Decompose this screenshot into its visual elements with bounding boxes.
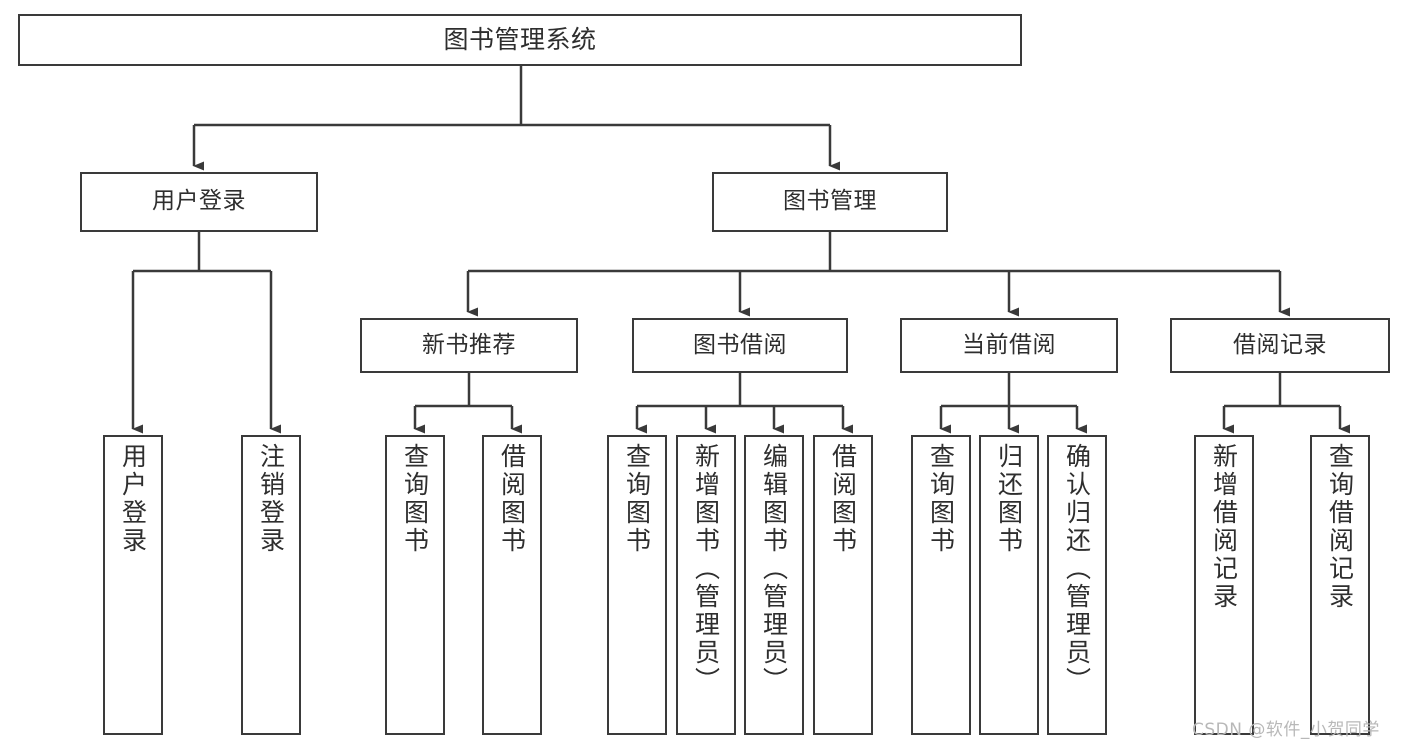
node-new-book-recommend[interactable]: 新书推荐 — [360, 318, 578, 373]
node-user-login[interactable]: 用户登录 — [80, 172, 318, 232]
csdn-watermark: CSDN @软件_小贺同学 — [1192, 720, 1380, 740]
node-leaf-logout-login[interactable]: 注销登录 — [241, 435, 301, 735]
node-book-management[interactable]: 图书管理 — [712, 172, 948, 232]
node-label: 查询借阅记录 — [1325, 443, 1355, 611]
node-leaf-add-borrow-record[interactable]: 新增借阅记录 — [1194, 435, 1254, 735]
node-label: 归还图书 — [994, 443, 1024, 555]
node-label: 借阅图书 — [497, 443, 527, 555]
node-label: 当前借阅 — [962, 331, 1056, 358]
node-label: 注销登录 — [256, 443, 286, 555]
node-label: 新增借阅记录 — [1209, 443, 1239, 611]
node-root-book-management-system[interactable]: 图书管理系统 — [18, 14, 1022, 66]
node-label: 借阅图书 — [828, 443, 858, 555]
node-label: 查询图书 — [400, 443, 430, 555]
node-leaf-query-book-recommend[interactable]: 查询图书 — [385, 435, 445, 735]
node-current-borrow[interactable]: 当前借阅 — [900, 318, 1118, 373]
node-leaf-edit-book-admin[interactable]: 编辑图书（管理员） — [744, 435, 804, 735]
node-leaf-confirm-return-admin[interactable]: 确认归还（管理员） — [1047, 435, 1107, 735]
node-label: 编辑图书（管理员） — [759, 443, 789, 695]
node-leaf-query-book-current[interactable]: 查询图书 — [911, 435, 971, 735]
node-leaf-query-book-borrow[interactable]: 查询图书 — [607, 435, 667, 735]
node-label: 查询图书 — [622, 443, 652, 555]
node-leaf-user-login[interactable]: 用户登录 — [103, 435, 163, 735]
node-label: 图书管理 — [783, 188, 877, 215]
node-book-borrow[interactable]: 图书借阅 — [632, 318, 848, 373]
node-borrow-record[interactable]: 借阅记录 — [1170, 318, 1390, 373]
node-leaf-add-book-admin[interactable]: 新增图书（管理员） — [676, 435, 736, 735]
node-leaf-return-book[interactable]: 归还图书 — [979, 435, 1039, 735]
node-label: 新书推荐 — [422, 331, 516, 358]
node-label: 图书管理系统 — [443, 25, 597, 55]
node-leaf-borrow-book[interactable]: 借阅图书 — [813, 435, 873, 735]
node-label: 用户登录 — [152, 188, 246, 215]
node-leaf-borrow-book-recommend[interactable]: 借阅图书 — [482, 435, 542, 735]
node-label: 借阅记录 — [1233, 331, 1327, 358]
node-label: 新增图书（管理员） — [691, 443, 721, 695]
node-label: 查询图书 — [926, 443, 956, 555]
node-label: 用户登录 — [118, 443, 148, 555]
node-label: 图书借阅 — [693, 331, 787, 358]
node-label: 确认归还（管理员） — [1062, 443, 1092, 695]
node-leaf-query-borrow-record[interactable]: 查询借阅记录 — [1310, 435, 1370, 735]
